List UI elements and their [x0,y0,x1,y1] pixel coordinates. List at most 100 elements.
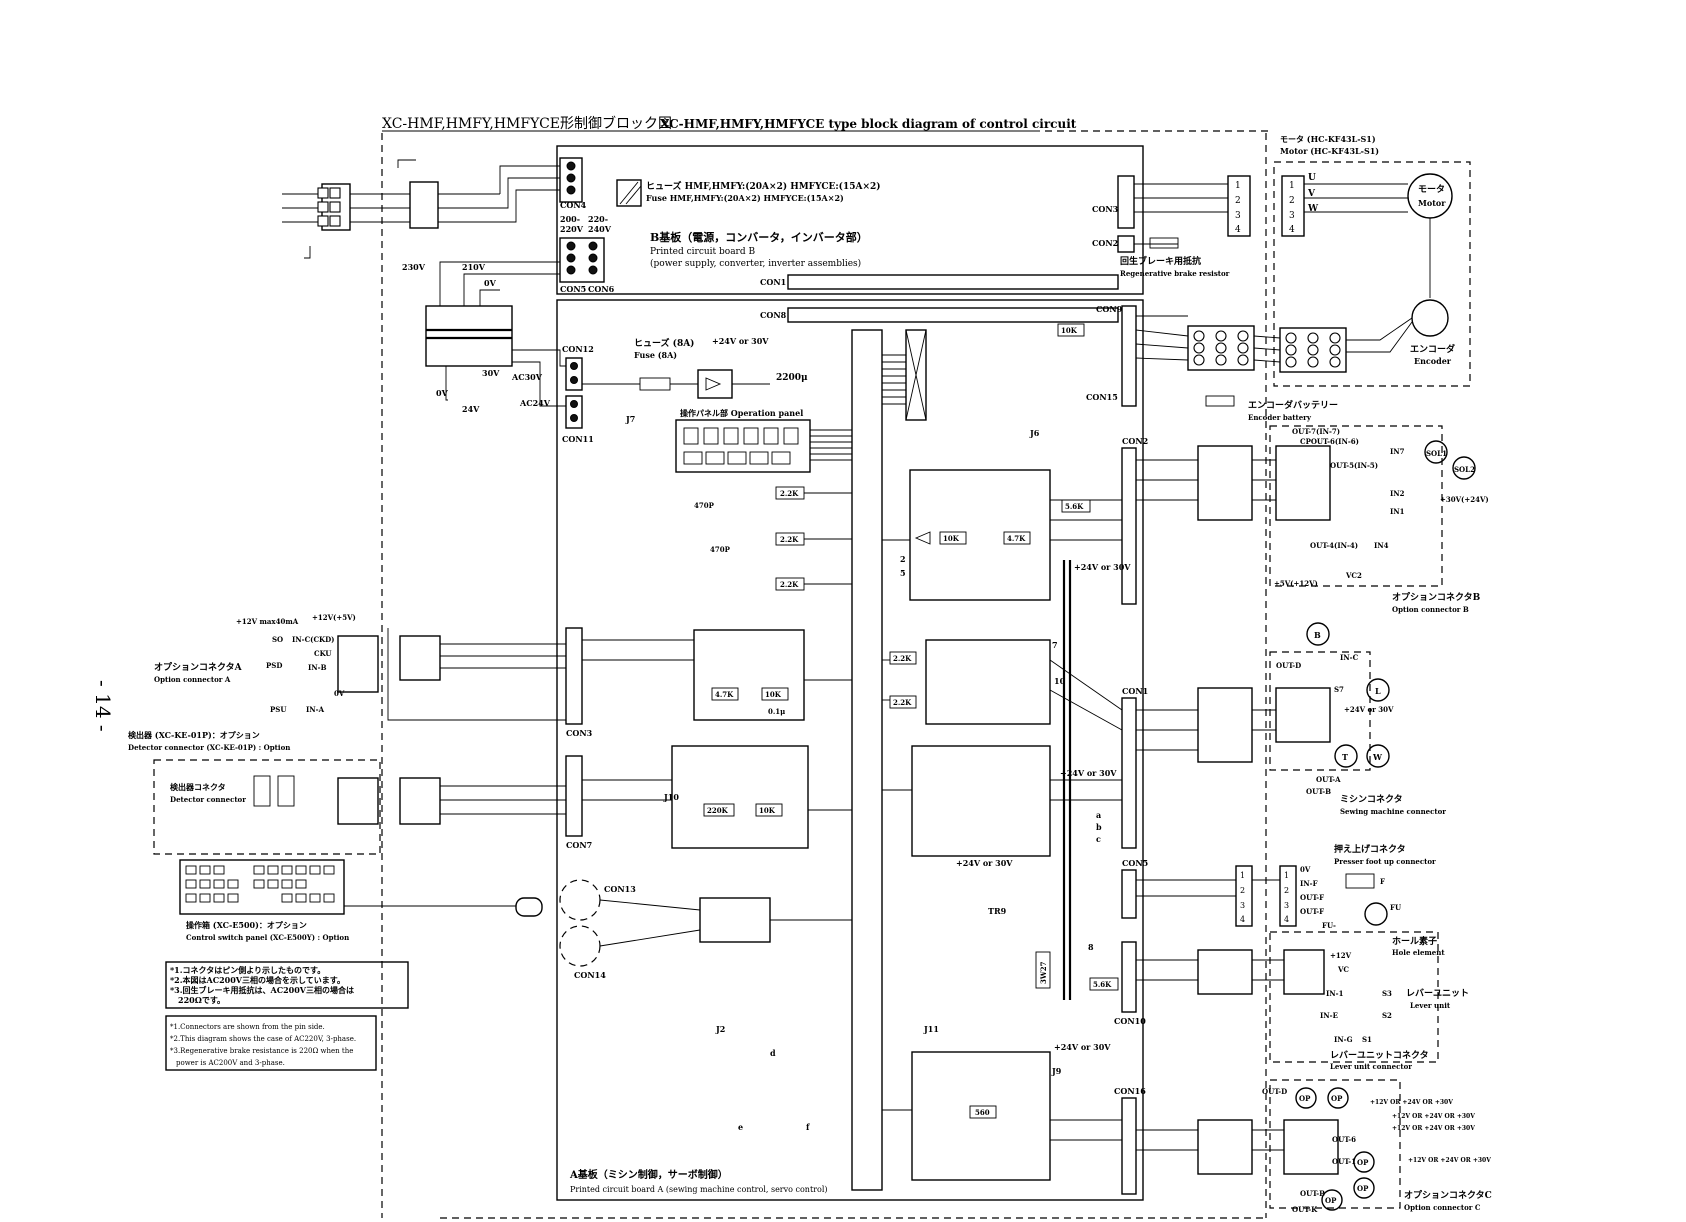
svg-text:4: 4 [1284,915,1289,924]
con5-label: CON5 [560,284,586,294]
note-jp-2: *2.本図はAC200V三相の場合を示しています。 [170,975,345,985]
con8-label: CON8 [760,310,787,320]
detector-wires [440,785,566,815]
sig-cpout6: CPOUT-6(IN-6) [1300,437,1359,446]
driver-block-1 [925,639,1051,725]
encoder-jp-label: エンコーダ [1410,343,1455,355]
con13-label: CON13 [604,884,636,894]
presser-0v: 0V [1300,865,1311,874]
power-transformer [425,305,513,367]
con16-label: CON16 [1114,1086,1146,1096]
lever-connector-en: Lever unit connector [1330,1062,1412,1071]
detector-conn-jp: 検出器コネクタ [170,782,226,792]
v24or30-sew: +24V or 30V [1344,705,1394,714]
board-b-outline [556,145,1144,295]
title-jp: XC-HMF,HMFY,HMFYCE形制御ブロック図 [382,115,672,132]
con3-b-label: CON3 [1092,204,1119,214]
lever-ine: IN-E [1320,1011,1338,1020]
battery-jp-label: エンコーダバッテリー [1248,399,1338,411]
con15-label: CON15 [1086,392,1118,402]
r22k-2-label: 2.2K [780,535,799,544]
con12-connector [565,357,583,391]
v24or30-r1: +24V or 30V [1074,562,1131,572]
con2-b-label: CON2 [1092,238,1118,248]
svg-text:3: 3 [1240,901,1245,910]
lever-unit-en: Lever unit [1410,1001,1451,1010]
motor-jp-label: モータ (HC-KF43L-S1) [1280,134,1376,144]
encoder-en-label: Encoder [1414,356,1452,366]
sig-in4: IN4 [1374,541,1389,550]
panel-display [683,427,799,465]
option-c-dashed-box [1269,1079,1401,1209]
j11-label: J11 [923,1024,939,1034]
wire-2: 2 [900,554,906,564]
panel-bus-lines [810,429,852,461]
motor-dashed-box [1273,161,1471,387]
sig-out-a: OUT-A [1316,775,1341,784]
fuse-symbol [616,179,642,207]
presser-board-connector: 1 2 3 4 [1235,865,1253,927]
lever-vc: VC [1337,965,1349,974]
opt-a-so: SO [272,635,283,644]
lever-s3: S3 [1382,989,1392,998]
presser-fu-minus: FU- [1322,921,1336,930]
sol2-symbol [1452,456,1476,480]
fuse8a-symbol [639,377,671,391]
c470p-1: 470P [694,501,715,510]
sig-out4: OUT-4(IN-4) [1310,541,1358,550]
con12-label: CON12 [562,344,594,354]
wire-f: f [806,1122,810,1132]
control-panel-keys [185,865,335,903]
presser-out-f2: OUT-F [1300,907,1324,916]
page-number: - 14 - [91,680,115,732]
control-panel-jp: 操作箱 (XC-E500)：オプション [186,920,307,930]
sewing-connector-board [1197,687,1253,763]
note-en-2: *2.This diagram shows the case of AC220V… [170,1035,356,1043]
optc-out-b: OUT-B [1300,1189,1325,1198]
detector-opt-jp: 検出器 (XC-KE-01P)：オプション [128,730,260,740]
title-en: XC-HMF,HMFY,HMFYCE type block diagram of… [660,117,1077,131]
con4-label: CON4 [560,200,587,210]
opt-a-0v: 0V [334,689,345,698]
r22k-drv1: 2.2K [893,654,912,663]
servo-amplifier-block [909,469,1051,601]
presser-fu-symbol [1364,902,1388,926]
ac30-label: AC30V [511,372,543,382]
con1-top-label: CON1 [760,277,786,287]
wire-8: 8 [1088,942,1094,952]
op-lamp-1 [1295,1087,1317,1109]
presser-jp-label: 押え上げコネクタ [1334,843,1406,855]
opt-a-12v-max: +12V max40mA [236,617,299,626]
op-lamp-5-label: OP [1325,1196,1337,1205]
svg-text:4: 4 [1235,225,1241,235]
con1-a-connector [1121,697,1137,849]
brake-driver-block [911,1051,1051,1181]
sol2-label: SOL2 [1454,465,1475,474]
r47k-a: 4.7K [715,690,734,699]
svg-text:3: 3 [1289,211,1295,221]
op-lamp-2-label: OP [1331,1094,1343,1103]
sig-out-d: OUT-D [1276,661,1301,670]
note-en-3: *3.Regenerative brake resistance is 220Ω… [170,1047,353,1055]
con2-a-connector [1121,447,1137,605]
sol1-symbol [1424,440,1448,464]
sig-in2: IN2 [1390,489,1405,498]
opt-a-in-c: IN-C(CKD) [292,635,335,644]
r22k-1-label: 2.2K [780,489,799,498]
tr9-label: TR9 [988,906,1007,916]
fuse-en-label: Fuse HMF,HMFY:(20A×2) HMFYCE:(15A×2) [646,193,844,203]
detector-connector-ext [337,777,379,825]
driver-block-2 [911,745,1051,857]
wire-5: 5 [900,568,906,578]
option-c-en: Option connector C [1404,1203,1481,1212]
v220-label: 220- [588,214,608,224]
v0-bot-label: 0V [436,388,449,398]
r220k: 220K [707,806,729,815]
opt-a-in-b: IN-B [308,663,327,672]
opt-a-cku: CKU [314,649,332,658]
board-b-en2-label: (power supply, converter, inverter assem… [650,258,861,269]
option-c-connector-ext [1283,1119,1339,1175]
note-en-4: power is AC200V and 3-phase. [176,1059,285,1067]
sig-out5-in5: OUT-5(IN-5) [1330,461,1378,470]
